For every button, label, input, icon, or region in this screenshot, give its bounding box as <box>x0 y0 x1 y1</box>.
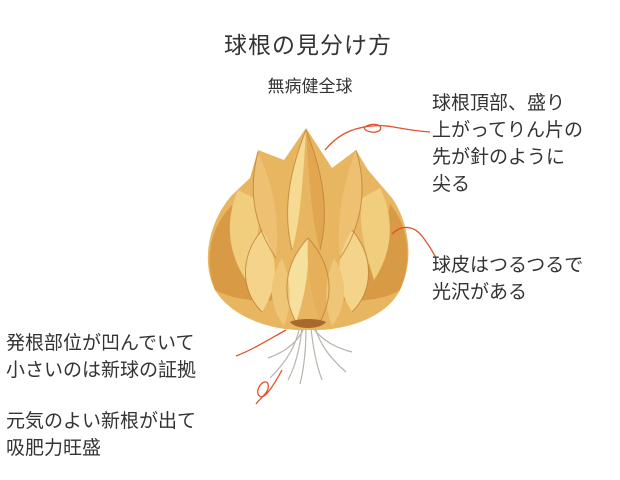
leader-skin <box>391 226 437 259</box>
leader-roots <box>255 369 283 405</box>
annotation-roots-line-1: 元気のよい新根が出て <box>6 410 197 432</box>
leader-base <box>235 329 287 357</box>
annotation-skin: 球皮はつるつるで 光沢がある <box>432 252 583 306</box>
annotation-tip-line-4: 尖る <box>432 173 471 195</box>
page-subtitle: 無病健全球 <box>267 77 353 97</box>
annotation-skin-line-1: 球皮はつるつるで <box>432 254 584 276</box>
annotation-roots: 元気のよい新根が出て 吸肥力旺盛 <box>6 408 196 462</box>
annotation-tip: 球根頂部、盛り 上がってりん片の 先が針のように 尖る <box>432 90 583 198</box>
annotation-tip-line-2: 上がってりん片の <box>432 119 584 141</box>
leader-lines <box>235 123 437 405</box>
annotation-tip-line-3: 先が針のように <box>432 146 566 168</box>
leader-tip <box>324 124 431 151</box>
bulb-body <box>207 128 409 330</box>
annotation-base-line-1: 発根部位が凹んでいて <box>6 332 195 354</box>
bulb-roots <box>267 325 353 385</box>
annotation-roots-line-2: 吸肥力旺盛 <box>6 437 102 459</box>
annotation-base: 発根部位が凹んでいて 小さいのは新球の証拠 <box>6 330 196 384</box>
annotation-base-line-2: 小さいのは新球の証拠 <box>6 359 197 381</box>
page-title: 球根の見分け方 <box>224 33 392 59</box>
leader-tip-loop <box>363 123 382 133</box>
annotation-skin-line-2: 光沢がある <box>432 281 528 303</box>
annotation-tip-line-1: 球根頂部、盛り <box>432 92 566 114</box>
